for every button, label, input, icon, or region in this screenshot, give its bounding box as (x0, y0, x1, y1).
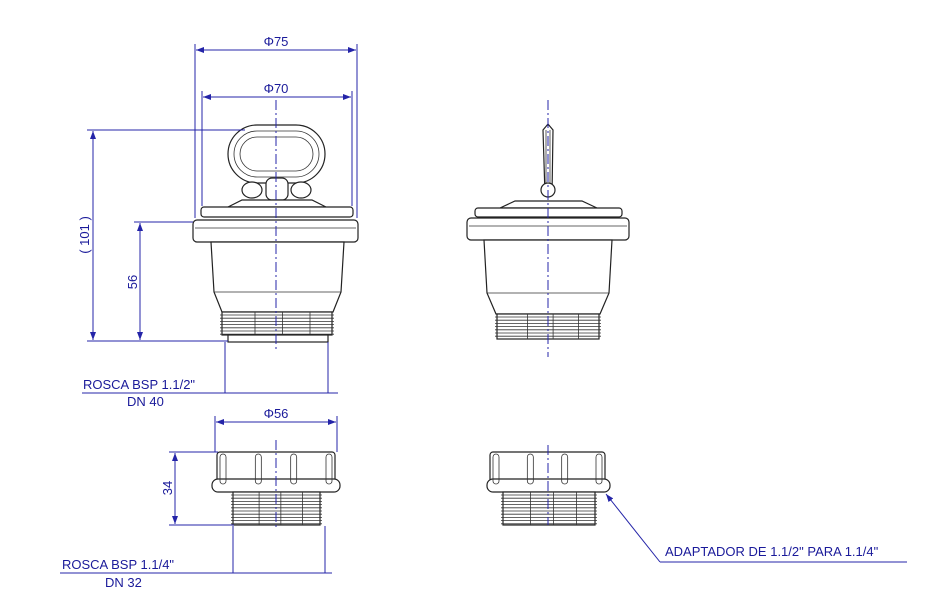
adapter-side-view: ADAPTADOR DE 1.1/2" PARA 1.1/4" (486, 445, 907, 563)
dim-total-height: ( 101 ) (77, 216, 92, 254)
thread-label-upper: ROSCA BSP 1.1/2" (83, 377, 195, 392)
adapter-front-view: Φ56 34 ROSCA BSP 1.1/4" DN 32 (60, 406, 341, 590)
dim-inner-diameter: Φ70 (264, 81, 289, 96)
dim-outer-diameter: Φ75 (264, 34, 289, 49)
thread-dn-upper: DN 40 (127, 394, 164, 409)
dim-adapter-height: 34 (160, 481, 175, 495)
thread-dn-lower: DN 32 (105, 575, 142, 590)
stopper-side-view (466, 100, 630, 357)
stopper-body (210, 241, 345, 313)
thread-label-lower: ROSCA BSP 1.1/4" (62, 557, 174, 572)
adapter-callout: ADAPTADOR DE 1.1/2" PARA 1.1/4" (665, 544, 879, 559)
stopper-front-view: Φ75 Φ70 ( 101 ) 56 ROSCA BSP 1.1/2" DN 4… (77, 34, 359, 409)
dim-adapter-diameter: Φ56 (264, 406, 289, 421)
thread-upper (220, 311, 334, 336)
dim-body-height: 56 (125, 275, 140, 289)
